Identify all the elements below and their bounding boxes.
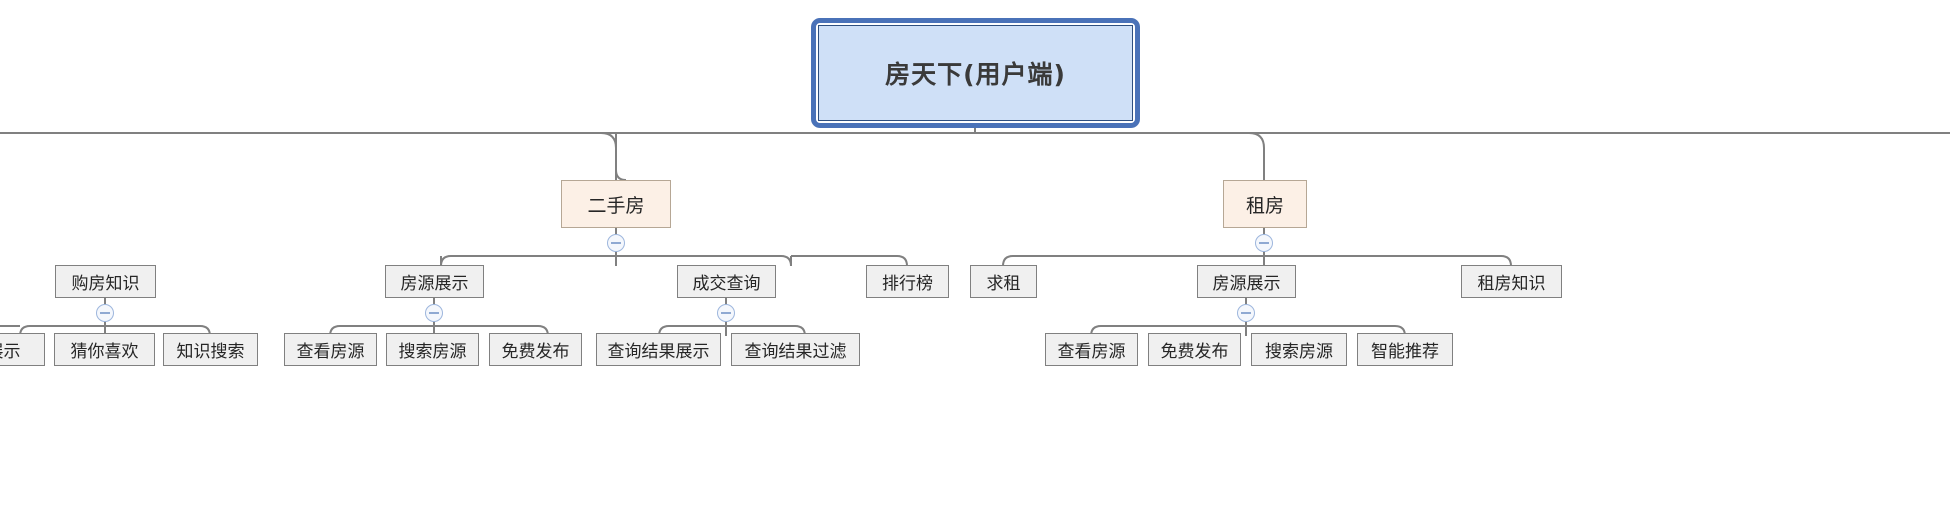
node-zhinengtuijian[interactable]: 智能推荐 [1357, 333, 1453, 366]
node-label: 搜索房源 [1265, 342, 1333, 362]
node-ershoufang[interactable]: 二手房 [561, 180, 671, 228]
node-chakanfangyuan-ershoufang[interactable]: 查看房源 [284, 333, 377, 366]
collapse-toggle-ershoufang[interactable] [607, 234, 625, 252]
node-chaxunjieguoguolv[interactable]: 查询结果过滤 [731, 333, 860, 366]
node-label: 免费发布 [1160, 342, 1229, 362]
node-label: 知识搜索 [176, 342, 245, 362]
node-sousuofangyuan-ershoufang[interactable]: 搜索房源 [386, 333, 479, 366]
node-zhishisousuo[interactable]: 知识搜索 [163, 333, 258, 366]
collapse-toggle-fangyuanzhanshi-b[interactable] [1237, 304, 1255, 322]
node-chengjiaochaxun[interactable]: 成交查询 [677, 265, 776, 298]
node-zhanshi[interactable]: 展示 [0, 333, 45, 366]
node-label: 二手房 [587, 194, 645, 217]
node-chakanfangyuan-zufang[interactable]: 查看房源 [1045, 333, 1138, 366]
node-label: 购房知识 [71, 274, 140, 294]
node-label: 查询结果展示 [607, 342, 710, 362]
collapse-toggle-chengjiaochaxun[interactable] [717, 304, 735, 322]
node-goufangzhishi[interactable]: 购房知识 [55, 265, 156, 298]
node-label: 房天下(用户端) [885, 60, 1066, 89]
node-cainixihuan[interactable]: 猜你喜欢 [54, 333, 155, 366]
node-label: 展示 [0, 342, 21, 362]
collapse-toggle-zufang[interactable] [1255, 234, 1273, 252]
node-label: 房源展示 [1212, 274, 1281, 294]
node-fangyuanzhanshi-zufang[interactable]: 房源展示 [1197, 265, 1296, 298]
node-label: 查询结果过滤 [744, 342, 847, 362]
node-zufang[interactable]: 租房 [1223, 180, 1307, 228]
node-label: 求租 [986, 274, 1021, 294]
node-chaxunjieguozhanshi[interactable]: 查询结果展示 [596, 333, 721, 366]
root-selection-inner-outline [816, 23, 1135, 123]
node-zufangzhishi[interactable]: 租房知识 [1461, 265, 1562, 298]
node-label: 租房知识 [1477, 274, 1546, 294]
node-label: 房源展示 [400, 274, 469, 294]
node-label: 租房 [1245, 194, 1284, 217]
node-fangyuanzhanshi-ershoufang[interactable]: 房源展示 [385, 265, 484, 298]
node-paihangbang[interactable]: 排行榜 [866, 265, 949, 298]
node-mianfeifabu-zufang[interactable]: 免费发布 [1148, 333, 1241, 366]
node-root-fangtianxia[interactable]: 房天下(用户端) [818, 25, 1133, 121]
node-label: 成交查询 [692, 274, 761, 294]
node-label: 排行榜 [882, 274, 933, 294]
node-label: 查看房源 [1057, 342, 1126, 362]
root-selection-outline [811, 18, 1140, 128]
node-label: 免费发布 [501, 342, 570, 362]
collapse-toggle-goufangzhishi[interactable] [96, 304, 114, 322]
node-mianfeifabu-ershoufang[interactable]: 免费发布 [489, 333, 582, 366]
node-label: 查看房源 [296, 342, 365, 362]
node-qiuzu[interactable]: 求租 [970, 265, 1037, 298]
node-label: 猜你喜欢 [70, 342, 139, 362]
collapse-toggle-fangyuanzhanshi-a[interactable] [425, 304, 443, 322]
node-label: 智能推荐 [1371, 342, 1439, 362]
node-sousuofangyuan-zufang[interactable]: 搜索房源 [1251, 333, 1347, 366]
node-label: 搜索房源 [398, 342, 467, 362]
